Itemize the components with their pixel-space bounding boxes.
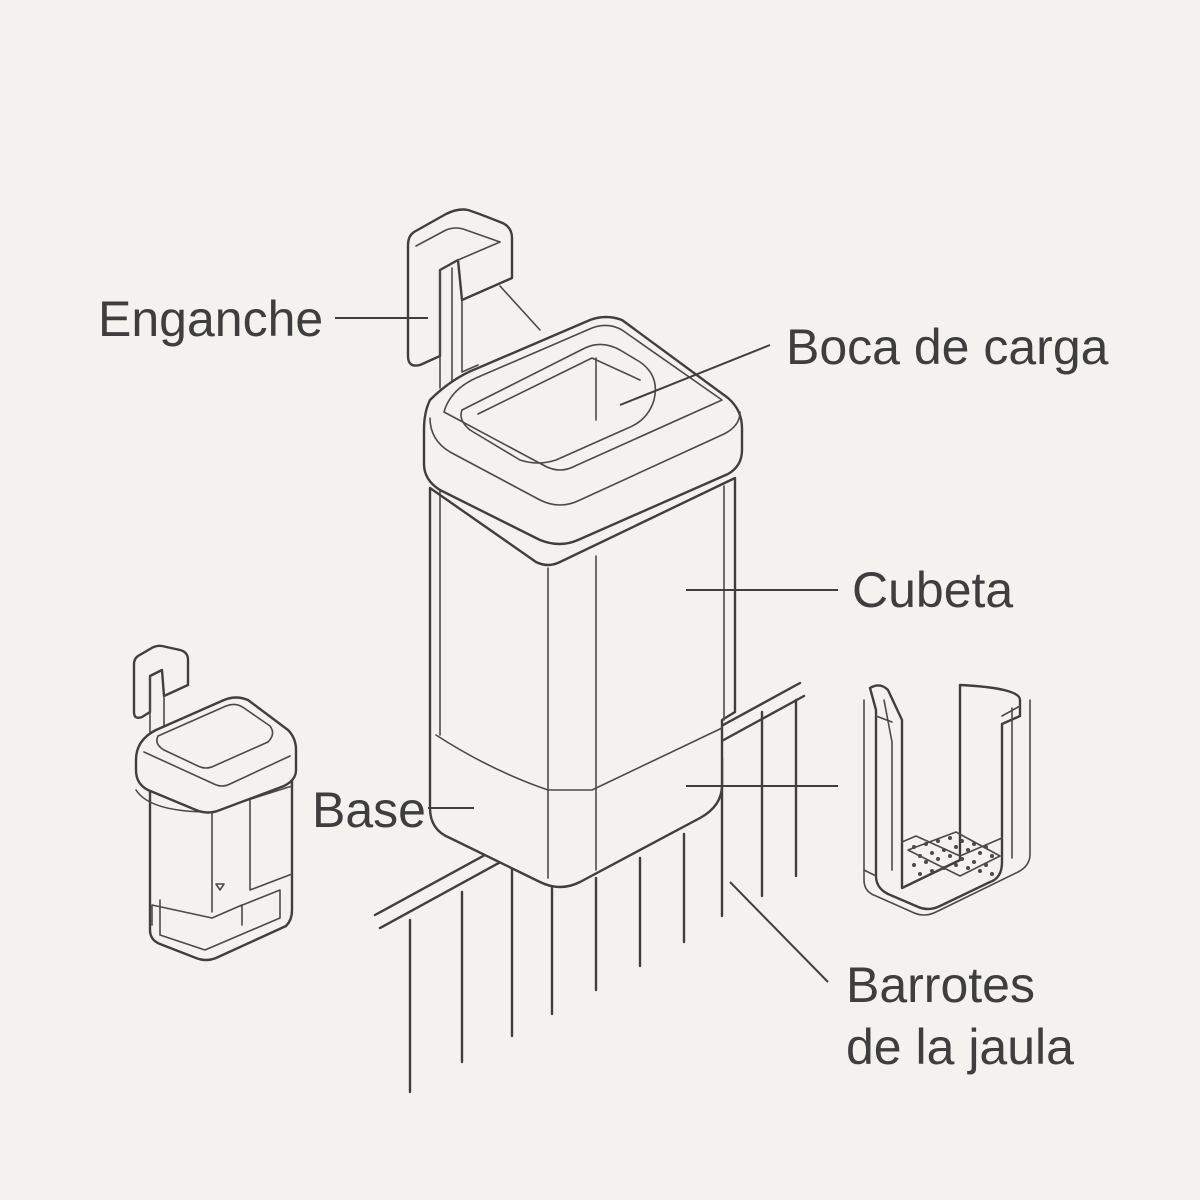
label-loading-mouth: Boca de carga — [786, 319, 1109, 375]
perforation-dot — [930, 851, 934, 855]
label-bars-line1: Barrotes — [846, 957, 1035, 1013]
perforation-dot — [954, 845, 958, 849]
cutaway-view — [863, 683, 1031, 916]
perforation-dot — [924, 860, 928, 864]
perforation-dot — [960, 839, 964, 843]
label-bars-line2: de la jaula — [846, 1019, 1074, 1075]
perforation-dot — [984, 845, 988, 849]
perforation-dot — [912, 863, 916, 867]
leader-lines — [335, 317, 838, 983]
perforation-dot — [978, 869, 982, 873]
leader-bars — [729, 881, 829, 983]
perforation-dot — [990, 854, 994, 858]
perforation-dot — [930, 869, 934, 873]
perforation-dot — [972, 860, 976, 864]
perforated-floor — [912, 836, 994, 876]
perforation-dot — [966, 848, 970, 852]
perforation-dot — [960, 857, 964, 861]
perforation-dot — [942, 848, 946, 852]
perforation-dot — [918, 872, 922, 876]
label-base: Base — [312, 782, 426, 838]
perforation-dot — [990, 872, 994, 876]
perforation-dot — [936, 839, 940, 843]
perforation-dot — [918, 854, 922, 858]
label-hook: Enganche — [98, 291, 323, 347]
labels: Enganche Boca de carga Cubeta Base Barro… — [98, 291, 1109, 1075]
perforation-dot — [948, 854, 952, 858]
perforation-dot — [936, 857, 940, 861]
main-feeder — [406, 208, 744, 889]
side-view-feeder — [132, 644, 298, 962]
perforation-dot — [972, 842, 976, 846]
leader-loading-mouth — [619, 344, 771, 406]
perforation-dot — [978, 851, 982, 855]
hook — [406, 208, 541, 389]
perforation-dot — [912, 845, 916, 849]
perforation-dot — [948, 836, 952, 840]
perforation-dot — [966, 866, 970, 870]
perforation-dot — [942, 866, 946, 870]
perforation-dot — [984, 863, 988, 867]
perforation-dot — [954, 863, 958, 867]
perforation-dot — [924, 842, 928, 846]
label-tray: Cubeta — [852, 562, 1013, 618]
